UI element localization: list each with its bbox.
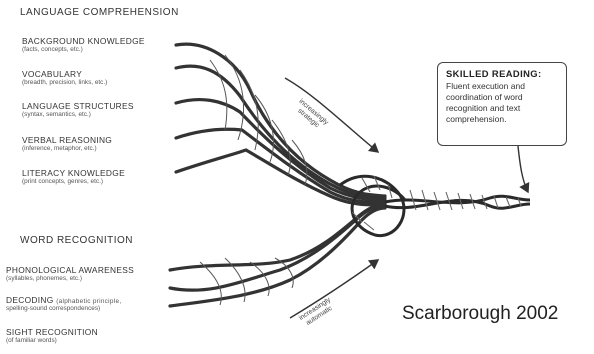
lc-strand-4: VERBAL REASONING (inference, metaphor, e…	[22, 136, 112, 152]
wr-strand-detail: (of familiar words)	[6, 337, 98, 344]
wr-strand-label: DECODING	[6, 295, 54, 305]
lc-strand-3: LANGUAGE STRUCTURES (syntax, semantics, …	[22, 102, 134, 118]
lc-strand-2: VOCABULARY (breadth, precision, links, e…	[22, 70, 107, 86]
wr-strand-3: SIGHT RECOGNITION (of familiar words)	[6, 328, 98, 344]
lc-strand-detail: (syntax, semantics, etc.)	[22, 111, 134, 118]
language-comprehension-heading: LANGUAGE COMPREHENSION	[20, 7, 179, 18]
wr-strand-label-row: DECODING (alphabetic principle,	[6, 296, 121, 305]
skilled-reading-pointer	[518, 146, 528, 192]
lc-strand-label: LITERACY KNOWLEDGE	[22, 169, 125, 178]
language-strands	[176, 44, 385, 205]
strand-background-knowledge	[176, 44, 385, 196]
strand-language-structures	[176, 100, 385, 200]
word-strands	[170, 204, 385, 306]
lc-strand-detail: (facts, concepts, etc.)	[22, 46, 145, 53]
lc-strand-1: BACKGROUND KNOWLEDGE (facts, concepts, e…	[22, 37, 145, 53]
wr-strand-detail: (syllables, phonemes, etc.)	[6, 275, 134, 282]
lc-strand-detail: (inference, metaphor, etc.)	[22, 145, 112, 152]
lc-strand-5: LITERACY KNOWLEDGE (print concepts, genr…	[22, 169, 125, 185]
wr-strand-label: SIGHT RECOGNITION	[6, 328, 98, 337]
lc-strand-label: VOCABULARY	[22, 70, 107, 79]
word-recognition-heading: WORD RECOGNITION	[20, 235, 133, 246]
lc-strand-detail: (breadth, precision, links, etc.)	[22, 79, 107, 86]
wr-strand-detail: spelling-sound correspondences)	[6, 305, 121, 312]
citation: Scarborough 2002	[402, 303, 558, 325]
skilled-reading-box: SKILLED READING: Fluent execution and co…	[437, 62, 567, 146]
wr-strand-2: DECODING (alphabetic principle, spelling…	[6, 296, 121, 312]
wr-strand-detail-inline: (alphabetic principle,	[56, 298, 121, 305]
skilled-reading-description: Fluent execution and coordination of wor…	[446, 81, 558, 125]
wr-strand-label: PHONOLOGICAL AWARENESS	[6, 266, 134, 275]
wr-strand-1: PHONOLOGICAL AWARENESS (syllables, phone…	[6, 266, 134, 282]
lc-strand-label: BACKGROUND KNOWLEDGE	[22, 37, 145, 46]
lc-strand-detail: (print concepts, genres, etc.)	[22, 178, 125, 185]
lc-strand-label: LANGUAGE STRUCTURES	[22, 102, 134, 111]
lc-strand-label: VERBAL REASONING	[22, 136, 112, 145]
skilled-reading-title: SKILLED READING:	[446, 68, 558, 79]
